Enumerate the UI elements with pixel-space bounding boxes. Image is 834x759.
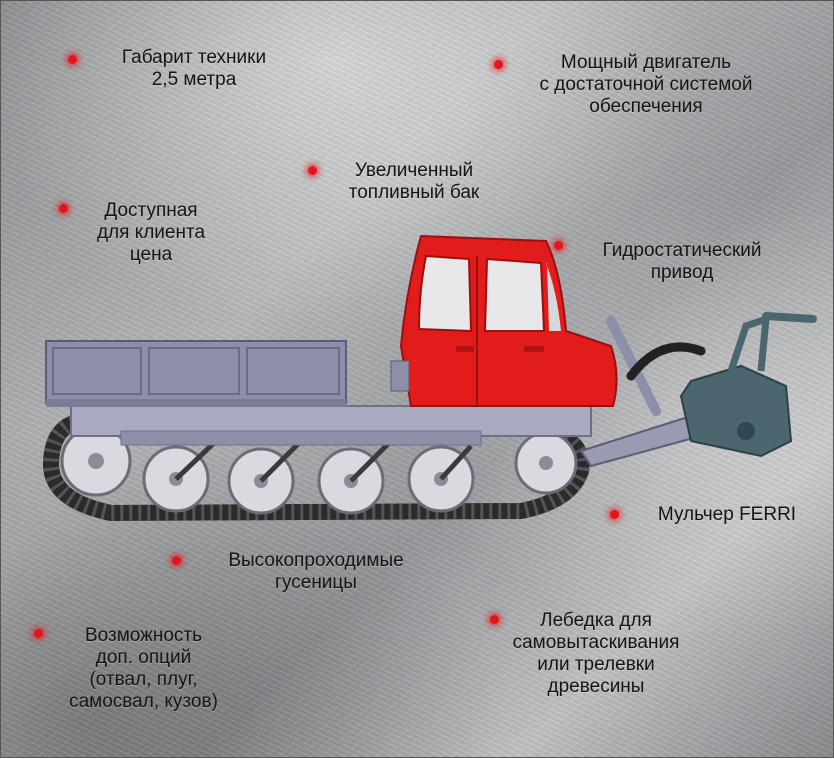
feature-winch: Лебедка для самовытаскивания или трелевк… [512, 610, 680, 697]
dump-body [45, 340, 347, 407]
bullet-dot [494, 60, 503, 69]
feature-engine: Мощный двигатель с достаточной системой … [539, 52, 753, 117]
bullet-dot [490, 615, 499, 624]
bullet-dot [34, 629, 43, 638]
feature-mulcher: Мульчер FERRI [657, 504, 797, 525]
bullet-dot [68, 55, 77, 64]
feature-hydrostatic-drive: Гидростатический привод [602, 240, 762, 283]
bullet-dot [172, 556, 181, 565]
bullet-dot [59, 204, 68, 213]
bullet-dot [610, 510, 619, 519]
feature-options: Возможность доп. опций (отвал, плуг, сам… [69, 625, 218, 712]
feature-price: Доступная для клиента цена [96, 200, 206, 265]
feature-size: Габарит техники 2,5 метра [121, 47, 267, 90]
red-cab [390, 234, 618, 407]
feature-fuel-tank: Увеличенный топливный бак [348, 160, 480, 203]
track-assembly [42, 412, 590, 522]
bullet-dot [554, 241, 563, 250]
mulcher-attachment [579, 312, 817, 468]
bullet-dot [308, 166, 317, 175]
feature-tracks: Высокопроходимые гусеницы [228, 550, 404, 593]
